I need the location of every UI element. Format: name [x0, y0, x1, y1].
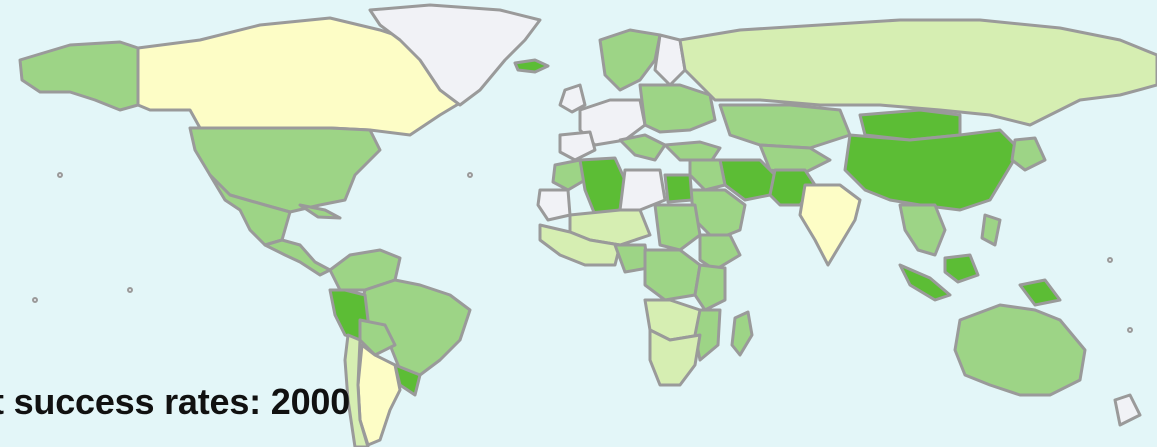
region-indonesia-west[interactable]	[898, 263, 952, 302]
region-central-africa[interactable]	[643, 248, 702, 302]
region-indonesia-borneo[interactable]	[943, 253, 980, 284]
region-horn-of-africa[interactable]	[698, 233, 742, 272]
region-greenland[interactable]	[368, 3, 542, 107]
island-pacific-1	[57, 172, 63, 178]
region-uk-ireland[interactable]	[558, 83, 587, 114]
region-iberia[interactable]	[558, 130, 597, 162]
region-madagascar[interactable]	[730, 310, 754, 357]
region-russia[interactable]	[678, 18, 1157, 127]
region-egypt[interactable]	[663, 173, 694, 204]
region-west-africa[interactable]	[538, 223, 622, 267]
region-iraq-syria[interactable]	[688, 158, 727, 192]
island-pacific-3	[127, 287, 133, 293]
region-bolivia[interactable]	[358, 318, 397, 357]
region-scandinavia[interactable]	[598, 28, 662, 92]
region-philippines[interactable]	[980, 213, 1002, 247]
region-western-sahara[interactable]	[536, 188, 572, 222]
region-australia[interactable]	[953, 303, 1087, 397]
region-kazakhstan[interactable]	[718, 103, 852, 150]
island-pacific-5	[1127, 327, 1133, 333]
region-central-asia[interactable]	[758, 143, 832, 177]
island-pacific-2	[32, 297, 38, 303]
region-libya[interactable]	[618, 168, 667, 212]
region-finland[interactable]	[653, 33, 687, 87]
region-mozambique[interactable]	[693, 308, 722, 362]
region-papua[interactable]	[1018, 278, 1062, 307]
region-iceland[interactable]	[513, 58, 550, 74]
region-alaska[interactable]	[18, 40, 140, 112]
region-italy-balkans[interactable]	[618, 133, 667, 162]
island-pacific-4	[1107, 257, 1113, 263]
region-korea-japan[interactable]	[1010, 136, 1047, 172]
region-sudan[interactable]	[653, 203, 702, 252]
region-chile[interactable]	[343, 333, 370, 447]
map-caption: t success rates: 2000	[0, 381, 351, 422]
region-eastern-europe[interactable]	[638, 83, 717, 134]
region-east-africa[interactable]	[693, 263, 727, 312]
region-india[interactable]	[798, 183, 862, 267]
region-turkey[interactable]	[663, 140, 722, 162]
region-cuba[interactable]	[298, 203, 342, 220]
region-china[interactable]	[843, 128, 1022, 212]
region-southeast-asia[interactable]	[898, 203, 947, 257]
island-atlantic-1	[467, 172, 473, 178]
region-canada[interactable]	[136, 16, 472, 137]
region-southern-africa[interactable]	[648, 328, 702, 387]
region-new-zealand[interactable]	[1113, 393, 1142, 427]
region-morocco[interactable]	[551, 158, 587, 192]
